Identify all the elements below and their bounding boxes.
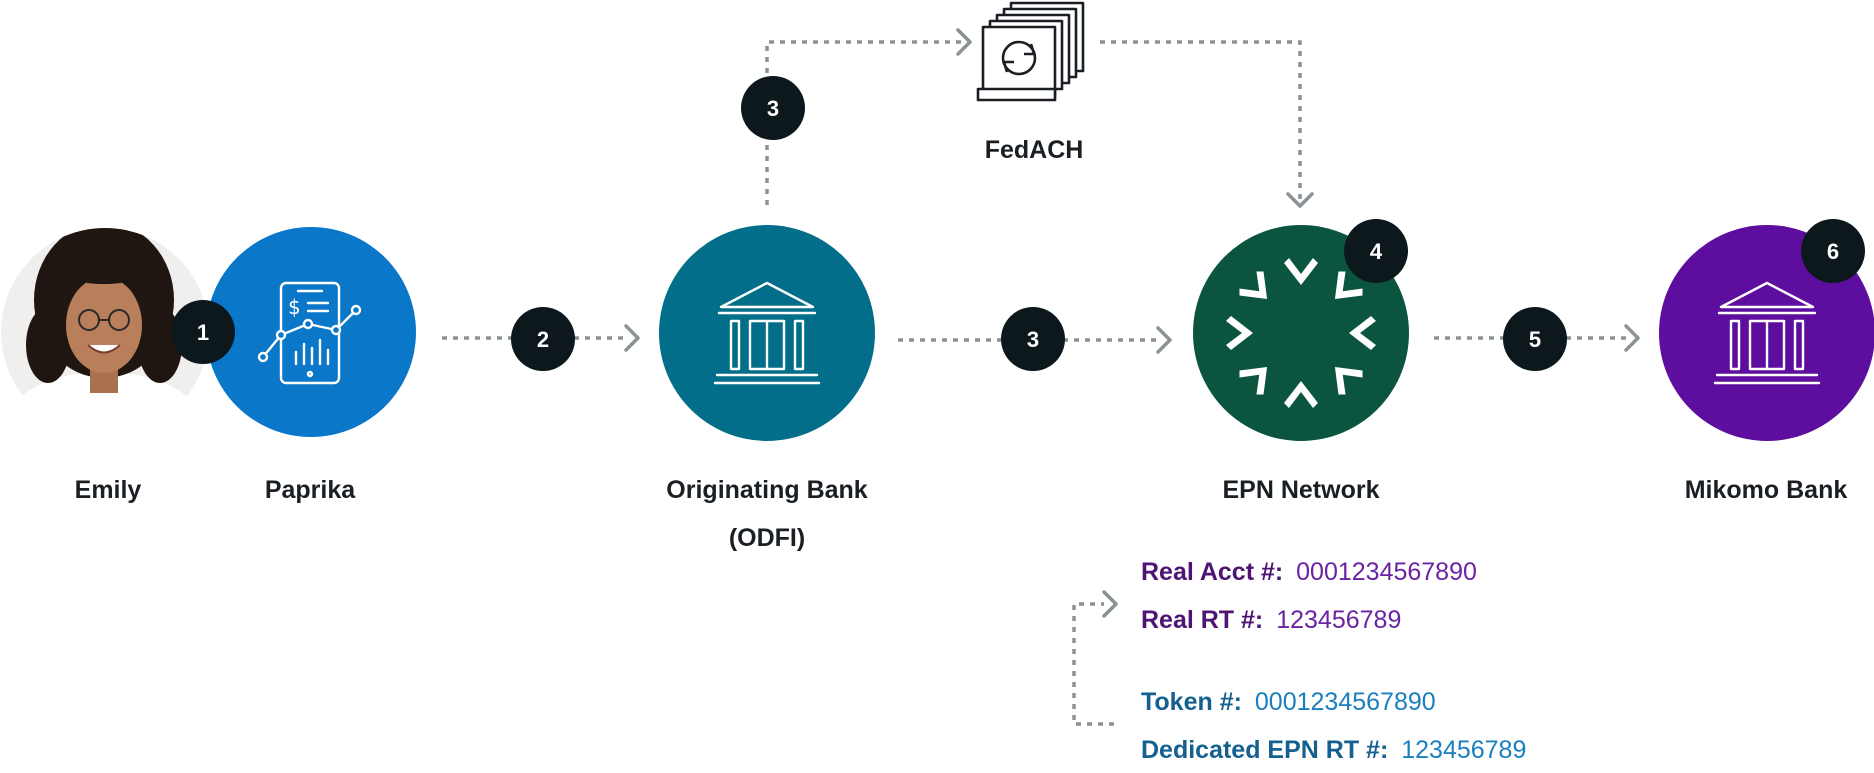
dedicated-rt-line: Dedicated EPN RT #: 123456789 <box>1141 736 1526 764</box>
svg-text:5: 5 <box>1529 327 1541 352</box>
paprika-label: Paprika <box>265 476 356 504</box>
epn-logo-icon <box>1226 258 1376 408</box>
connector-fedach-to-epn <box>1100 40 1302 200</box>
real-rt-value: 123456789 <box>1276 606 1401 634</box>
arrow-head-icon <box>1156 326 1172 354</box>
svg-text:2: 2 <box>537 327 549 352</box>
svg-text:4: 4 <box>1370 239 1383 264</box>
account-details: Real Acct #: 0001234567890 Real RT #: 12… <box>1141 558 1526 764</box>
dedicated-rt-value: 123456789 <box>1401 736 1526 764</box>
originating-bank-sublabel: (ODFI) <box>729 524 805 552</box>
token-value: 0001234567890 <box>1255 688 1436 716</box>
originating-bank-node <box>659 225 875 441</box>
connectors <box>442 28 1640 726</box>
arrow-head-icon <box>624 324 640 352</box>
originating-bank-label: Originating Bank <box>666 476 868 504</box>
connector-token-to-real <box>1072 602 1114 726</box>
svg-text:1: 1 <box>197 320 209 345</box>
real-acct-value: 0001234567890 <box>1296 558 1477 586</box>
paprika-node: $ <box>206 227 416 437</box>
fedach-node: FedACH <box>976 1 1085 164</box>
arrow-head-icon <box>1624 324 1640 352</box>
token-label: Token #: <box>1141 688 1242 716</box>
svg-text:3: 3 <box>767 96 779 121</box>
arrow-head-icon <box>1286 192 1314 208</box>
step-badges: 1 2 3 3 4 5 6 <box>171 76 1865 371</box>
svg-text:6: 6 <box>1827 239 1839 264</box>
epn-network-node <box>1193 225 1409 441</box>
step-badge-1: 1 <box>171 300 235 364</box>
svg-text:3: 3 <box>1027 327 1039 352</box>
dedicated-rt-label: Dedicated EPN RT #: <box>1141 736 1388 764</box>
step-badge-3-top: 3 <box>741 76 805 140</box>
emily-avatar <box>9 228 199 436</box>
phone-chart-icon: $ <box>257 281 362 385</box>
real-rt-label: Real RT #: <box>1141 606 1263 634</box>
step-badge-2: 2 <box>511 307 575 371</box>
step-badge-4: 4 <box>1344 219 1408 283</box>
step-badge-5: 5 <box>1503 307 1567 371</box>
document-stack-sync-icon <box>976 1 1085 102</box>
emily-node <box>1 228 209 436</box>
epn-network-label: EPN Network <box>1223 476 1380 504</box>
step-badge-3-mid: 3 <box>1001 307 1065 371</box>
arrow-head-icon <box>1102 590 1118 618</box>
mikomo-bank-label: Mikomo Bank <box>1685 476 1848 504</box>
token-line: Token #: 0001234567890 <box>1141 688 1436 716</box>
emily-label: Emily <box>75 476 142 504</box>
real-rt-line: Real RT #: 123456789 <box>1141 606 1401 634</box>
node-labels: Emily Paprika Originating Bank (ODFI) EP… <box>75 476 1848 552</box>
real-acct-label: Real Acct #: <box>1141 558 1283 586</box>
fedach-label: FedACH <box>985 136 1084 164</box>
svg-text:$: $ <box>288 295 301 319</box>
step-badge-6: 6 <box>1801 219 1865 283</box>
real-acct-line: Real Acct #: 0001234567890 <box>1141 558 1477 586</box>
arrow-head-icon <box>956 28 972 56</box>
